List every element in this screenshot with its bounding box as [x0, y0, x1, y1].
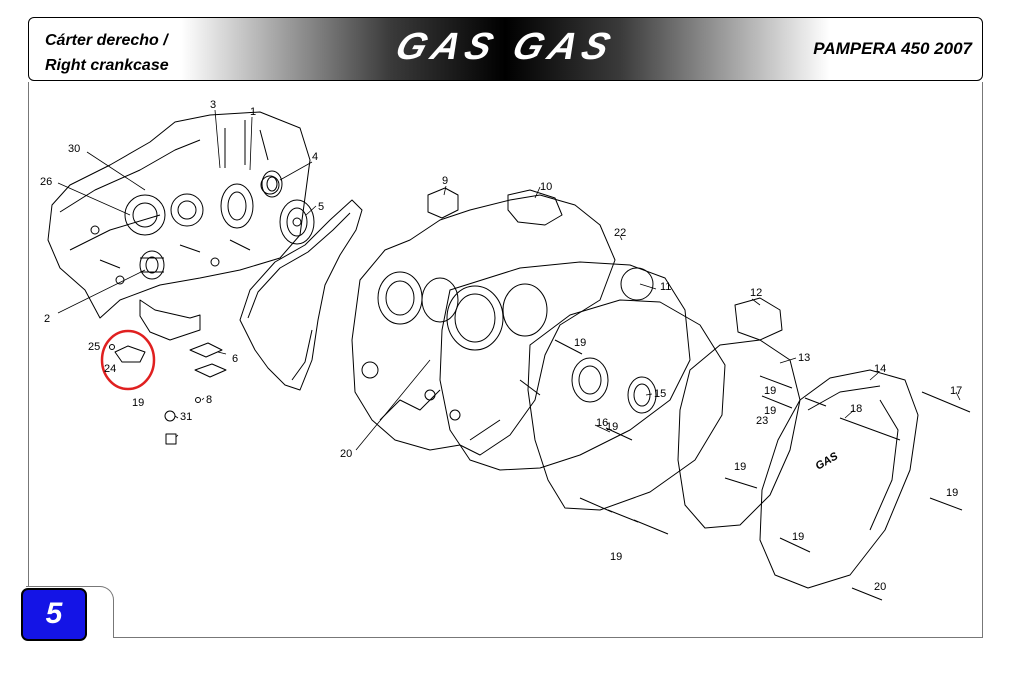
part-callout-16: 16: [596, 417, 608, 429]
part-callout-19: 19: [574, 337, 586, 349]
part-callout-19: 19: [132, 397, 144, 409]
part-callout-10: 10: [540, 181, 552, 193]
part-callout-24: 24: [104, 363, 116, 375]
part-callout-19: 19: [606, 421, 618, 433]
part-callout-22: 22: [614, 227, 626, 239]
part-callout-19: 19: [946, 487, 958, 499]
part-callout-9: 9: [442, 175, 448, 187]
crankcase-right-half: [351, 187, 616, 456]
bolts: [554, 339, 971, 601]
part-callout-5: 5: [318, 201, 324, 213]
part-callout-4: 4: [312, 151, 318, 163]
part-callout-19: 19: [764, 385, 776, 397]
part-callout-26: 26: [40, 176, 52, 188]
seal-and-bearing: [261, 170, 315, 245]
diagram-frame: [28, 82, 983, 638]
part-callout-6: 6: [232, 353, 238, 365]
part-callout-14: 14: [874, 363, 886, 375]
part-callout-17: 17: [950, 385, 962, 397]
part-callout-18: 18: [850, 403, 862, 415]
part-callout-2: 2: [44, 313, 50, 325]
clutch-cover: [527, 299, 726, 511]
leader-lines: [57, 109, 961, 451]
clutch-cover-gasket: [439, 261, 691, 471]
title-header: Cárter derecho / Right crankcase GAS GAS…: [28, 17, 983, 81]
part-callout-13: 13: [798, 352, 810, 364]
ignition-cover-gasket: [677, 297, 801, 529]
highlight-circle: [100, 329, 156, 391]
cover-logo-text: GAS: [814, 450, 841, 473]
part-callout-20: 20: [340, 448, 352, 460]
part-callout-23: 23: [756, 415, 768, 427]
part-callout-31: 31: [180, 411, 192, 423]
crankcase-left-half: [47, 111, 311, 341]
part-callout-19: 19: [764, 405, 776, 417]
ignition-cover: [759, 369, 919, 589]
part-callout-19: 19: [734, 461, 746, 473]
title-english: Right crankcase: [45, 57, 169, 74]
part-callout-19: 19: [610, 551, 622, 563]
part-callout-3: 3: [210, 99, 216, 111]
crankcase-gasket: [239, 199, 363, 391]
title-spanish: Cárter derecho /: [45, 32, 168, 49]
part-callout-11: 11: [660, 281, 671, 293]
part-callout-25: 25: [88, 341, 100, 353]
part-callout-15: 15: [654, 388, 666, 400]
part-callout-19: 19: [792, 531, 804, 543]
part-callout-30: 30: [68, 143, 80, 155]
model-title: PAMPERA 450 2007: [813, 39, 972, 58]
part-callout-8: 8: [206, 394, 212, 406]
page-number-badge: 5: [21, 588, 87, 641]
part-callout-20: 20: [874, 581, 886, 593]
part-callout-1: 1: [250, 106, 256, 118]
diagram-title: Cárter derecho / Right crankcase: [45, 28, 169, 78]
part-callout-12: 12: [750, 287, 762, 299]
